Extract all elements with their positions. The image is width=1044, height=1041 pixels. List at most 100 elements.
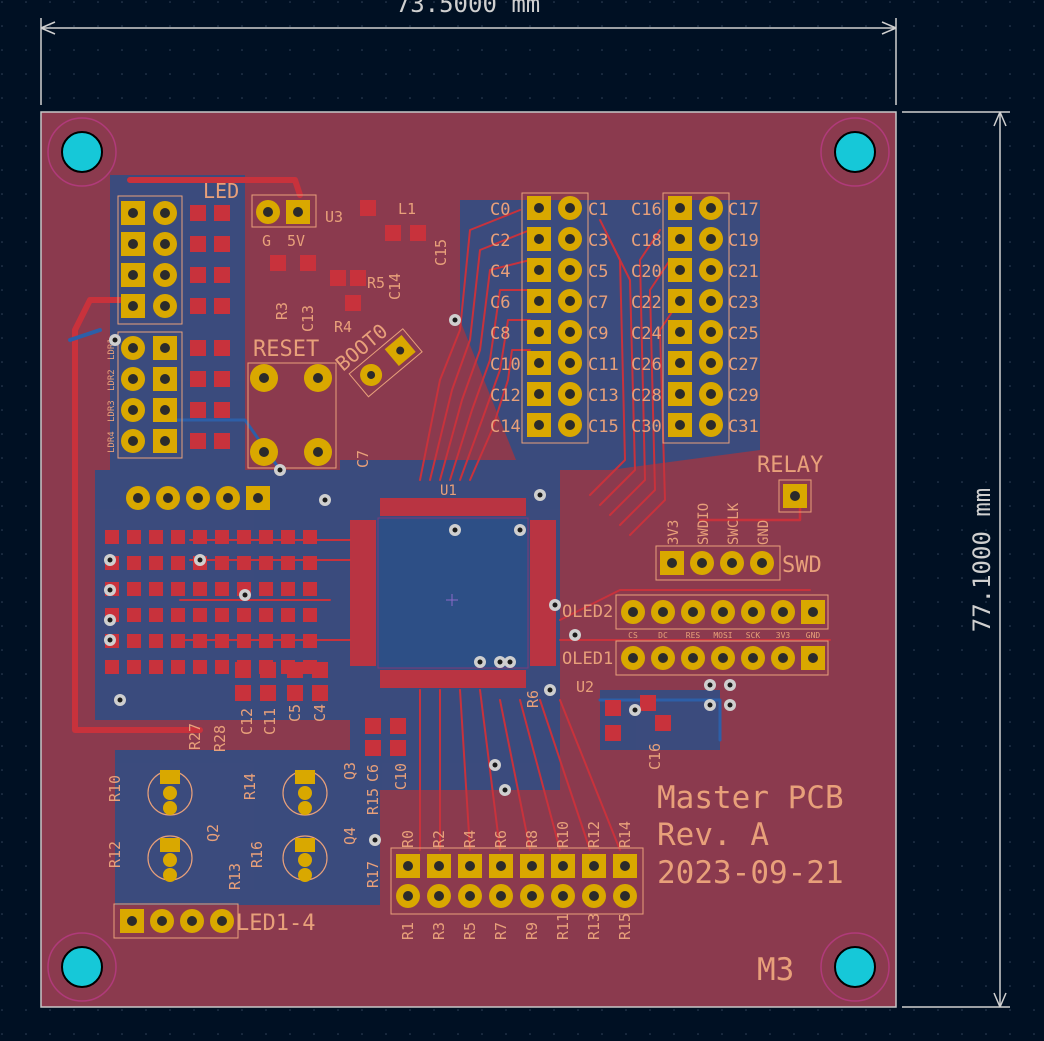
center-header-left-label: C2 [490, 231, 510, 251]
pad-drill [534, 203, 544, 213]
pad-drill [778, 653, 788, 663]
r15-label: R15 [364, 788, 382, 815]
r-bottom-label: R9 [523, 922, 541, 940]
smd-pad [127, 556, 141, 570]
r3-label: R3 [273, 302, 291, 320]
smd-pad [214, 433, 230, 449]
smd-pad [390, 740, 406, 756]
c10-label: C10 [392, 763, 410, 790]
pad-drill [223, 493, 233, 503]
smd-pad [259, 608, 273, 622]
pad-drill [128, 270, 138, 280]
pad-drill [718, 607, 728, 617]
pad-drill [534, 234, 544, 244]
r12-label: R12 [106, 841, 124, 868]
u1-label: U1 [440, 483, 457, 499]
pad-drill [620, 861, 630, 871]
right-pin-header[interactable]: C16C18C20C22C24C26C28C30C17C19C21C23C25C… [631, 192, 759, 444]
pad-drill [688, 607, 698, 617]
oled-pin-label: MOSI [713, 631, 732, 640]
via-drill [112, 337, 118, 343]
via-drill [547, 687, 553, 693]
pad-drill [658, 653, 668, 663]
oled1-header[interactable] [615, 640, 829, 676]
center-header-right-label: C5 [588, 262, 608, 282]
led14-label: LED1-4 [236, 911, 315, 936]
pad-drill [465, 861, 475, 871]
smd-pad [385, 225, 401, 241]
pad-drill [778, 607, 788, 617]
pad-drill [675, 265, 685, 275]
pad-drill [496, 861, 506, 871]
smd-pad [171, 582, 185, 596]
led14-header[interactable] [113, 903, 239, 939]
via-drill [707, 702, 713, 708]
via-drill [372, 837, 378, 843]
oled1-label: OLED1 [562, 649, 613, 669]
pad-drill [160, 374, 170, 384]
smd-pad [214, 205, 230, 221]
pad-drill [534, 327, 544, 337]
via-drill [107, 637, 113, 643]
oled2-header[interactable] [615, 594, 829, 630]
pad-drill [160, 436, 170, 446]
pad-drill [620, 891, 630, 901]
smd-pad [149, 634, 163, 648]
center-header-left-label: C6 [490, 293, 510, 313]
pad-drill [808, 607, 818, 617]
smd-pad [259, 582, 273, 596]
r-top-label: R14 [616, 821, 634, 848]
smd-pad [237, 634, 251, 648]
center-header-right-label: C1 [588, 200, 608, 220]
smd-pad [235, 662, 251, 678]
smd-pad [105, 660, 119, 674]
ldr-label: LDR1 [107, 338, 117, 360]
smd-pad [287, 685, 303, 701]
resistor-pin-header[interactable] [390, 847, 644, 915]
smd-pad [215, 660, 229, 674]
pad-drill [128, 343, 138, 353]
origin-marker [446, 594, 458, 606]
smd-pad [127, 660, 141, 674]
r-bottom-label: R7 [492, 922, 510, 940]
smd-pad [655, 715, 671, 731]
ldr-header[interactable] [117, 331, 183, 459]
height-dimension[interactable] [902, 111, 1010, 1008]
pad-drill [589, 891, 599, 901]
smd-pad [105, 530, 119, 544]
pad-drill [675, 296, 685, 306]
via-drill [727, 702, 733, 708]
smd-pad [214, 236, 230, 252]
power-5v-label: 5V [287, 232, 305, 250]
pad-drill [706, 234, 716, 244]
r-bottom-label: R15 [616, 913, 634, 940]
boot0-jumper[interactable] [348, 328, 423, 398]
reset-button[interactable] [247, 362, 337, 469]
pad-drill [697, 558, 707, 568]
height-dimension-label: 77.1000 mm [968, 488, 996, 633]
smd-pad [215, 530, 229, 544]
power-connector[interactable] [251, 194, 317, 228]
relay-connector[interactable] [778, 479, 812, 513]
pad-drill [160, 239, 170, 249]
swd-3v3-label: 3V3 [666, 520, 682, 545]
via-drill [632, 707, 638, 713]
transistor-cluster[interactable] [147, 770, 328, 882]
pad-drill [675, 420, 685, 430]
smd-pad [303, 608, 317, 622]
smd-pad [287, 662, 303, 678]
pad-drill [496, 891, 506, 901]
pad-drill [675, 234, 685, 244]
via-drill [322, 497, 328, 503]
swd-header[interactable] [655, 545, 781, 581]
pad-drill [128, 374, 138, 384]
width-dimension[interactable] [40, 18, 897, 105]
led-header[interactable] [117, 195, 183, 325]
oled-pin-label: SCK [746, 631, 761, 640]
mcu-u1[interactable]: U1 [350, 483, 556, 688]
via-drill [452, 527, 458, 533]
via-drill [107, 557, 113, 563]
